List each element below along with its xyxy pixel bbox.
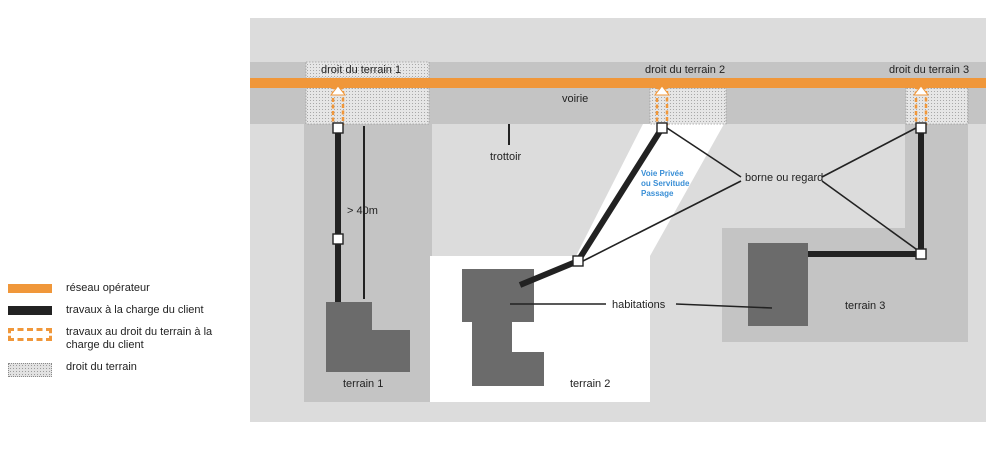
- road-label: voirie: [562, 93, 588, 105]
- borne-pointer-4: [821, 180, 917, 250]
- sidewalk-label: trottoir: [490, 151, 522, 163]
- house-3: [748, 243, 808, 326]
- borne-1-mid: [332, 233, 344, 245]
- operator-network-line: [250, 78, 986, 88]
- borne-pointer-2: [582, 180, 742, 262]
- private-way-label-2: ou Servitude: [641, 179, 690, 188]
- legend-label: travaux au droit du terrain à la charge …: [66, 326, 213, 351]
- house-2: [462, 269, 544, 386]
- terrain-label-2: terrain 2: [570, 378, 610, 390]
- droit-works-2: [655, 86, 669, 126]
- terrain-label-1: terrain 1: [343, 378, 383, 390]
- distance-label: > 40m: [347, 205, 378, 217]
- droit-works-1: [331, 86, 345, 126]
- borne-callout-label: borne ou regard: [745, 172, 823, 184]
- arrow-up-1: [329, 85, 347, 96]
- terrain-label-3: terrain 3: [845, 300, 885, 312]
- terrain-3-driveway: [905, 124, 968, 228]
- legend-item-client: travaux à la charge du client: [8, 304, 248, 317]
- house-1: [326, 302, 410, 372]
- habitations-callout-label: habitations: [612, 299, 666, 311]
- borne-pointer-3: [821, 127, 917, 178]
- droit-swatch: [8, 363, 52, 377]
- legend-item-droit: droit du terrain: [8, 361, 248, 377]
- droit-client-works-swatch: [8, 328, 52, 341]
- legend-label: droit du terrain: [66, 361, 137, 373]
- borne-2-bend: [572, 255, 584, 267]
- droit-label-3: droit du terrain 3: [889, 64, 969, 76]
- legend-item-operator: réseau opérateur: [8, 282, 248, 295]
- borne-3-top: [915, 122, 927, 134]
- droit-zone-1-top: [305, 61, 430, 79]
- droit-label-1: droit du terrain 1: [321, 64, 401, 76]
- borne-2-top: [656, 122, 668, 134]
- borne-1-top: [332, 122, 344, 134]
- private-way-label-3: Passage: [641, 189, 674, 198]
- habitations-pointer-right: [675, 303, 773, 309]
- client-works-swatch: [8, 306, 52, 315]
- droit-zone-1-bottom: [305, 87, 430, 125]
- legend-label: réseau opérateur: [66, 282, 150, 294]
- droit-label-2: droit du terrain 2: [645, 64, 725, 76]
- legend: réseau opérateur travaux à la charge du …: [8, 282, 248, 386]
- operator-network-swatch: [8, 284, 52, 293]
- borne-pointer-1: [666, 127, 742, 178]
- legend-label: travaux à la charge du client: [66, 304, 204, 316]
- private-way-label-1: Voie Privée: [641, 169, 684, 178]
- droit-works-3: [914, 86, 928, 126]
- arrow-up-3: [912, 85, 930, 96]
- borne-3-bend: [915, 248, 927, 260]
- legend-item-droit-client: travaux au droit du terrain à la charge …: [8, 326, 248, 352]
- arrow-up-2: [653, 85, 671, 96]
